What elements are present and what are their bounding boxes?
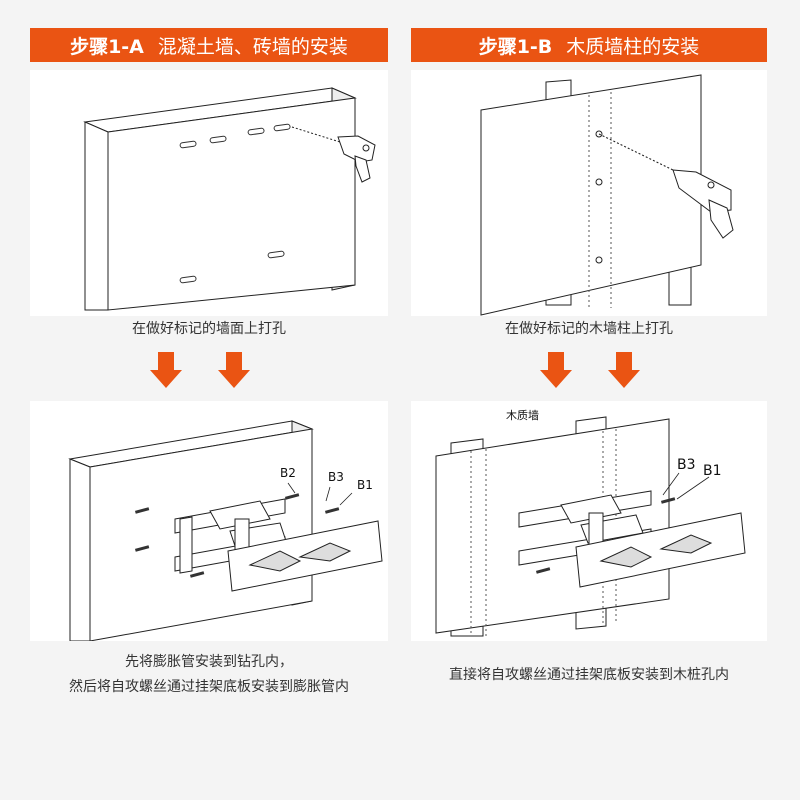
panel-wood-drilling [411,70,767,316]
down-arrow-icon [540,352,572,388]
step-title: 混凝土墙、砖墙的安装 [157,35,348,58]
marked-holes [179,123,291,284]
label-b3: B3 [328,470,344,484]
label-wood-wall: 木质墙 [506,408,539,422]
caption-line-2: 然后将自攻螺丝通过挂架底板安装到膨胀管内 [69,679,349,695]
wood-wall-illustration [480,74,734,316]
drill-icon [598,133,734,239]
caption-install-concrete: 先将膨胀管安装到钻孔内， 然后将自攻螺丝通过挂架底板安装到膨胀管内 [30,650,388,700]
step-label: 步骤1-B [478,35,553,58]
concrete-wall-illustration [83,87,376,311]
down-arrows-right [540,352,640,388]
screw-icon [134,493,340,578]
arm [209,500,287,556]
caption-drill-concrete: 在做好标记的墙面上打孔 [132,321,286,337]
drill-icon [291,126,376,183]
label-b1: B1 [357,478,373,492]
marked-holes [595,130,603,264]
down-arrow-icon [218,352,250,388]
arm [560,494,644,548]
tv-bracket [227,520,383,592]
panel-wood-mounting: 木质墙 B3 B1 [411,401,767,641]
down-arrows-left [150,352,250,388]
tv-bracket [575,512,746,588]
header-step-1b: 步骤1-B 木质墙柱的安装 [411,28,767,62]
label-b3: B3 [677,457,696,473]
header-step-1a: 步骤1-A 混凝土墙、砖墙的安装 [30,28,388,62]
step-label: 步骤1-A [70,35,144,58]
down-arrow-icon [150,352,182,388]
panel-concrete-drilling [30,70,388,316]
caption-install-wood: 直接将自攻螺丝通过挂架底板安装到木桩孔内 [449,667,729,683]
screw-icon [535,497,676,574]
label-b2: B2 [280,466,296,480]
down-arrow-icon [608,352,640,388]
caption-drill-wood: 在做好标记的木墙柱上打孔 [505,321,673,337]
panel-concrete-mounting: B2 B3 B1 [30,401,388,641]
caption-line-1: 先将膨胀管安装到钻孔内， [125,654,293,670]
wood-mount-illustration: 木质墙 B3 B1 [435,408,746,637]
label-b1: B1 [703,463,722,479]
concrete-mount-illustration: B2 B3 B1 [68,420,383,641]
step-title: 木质墙柱的安装 [566,35,700,58]
